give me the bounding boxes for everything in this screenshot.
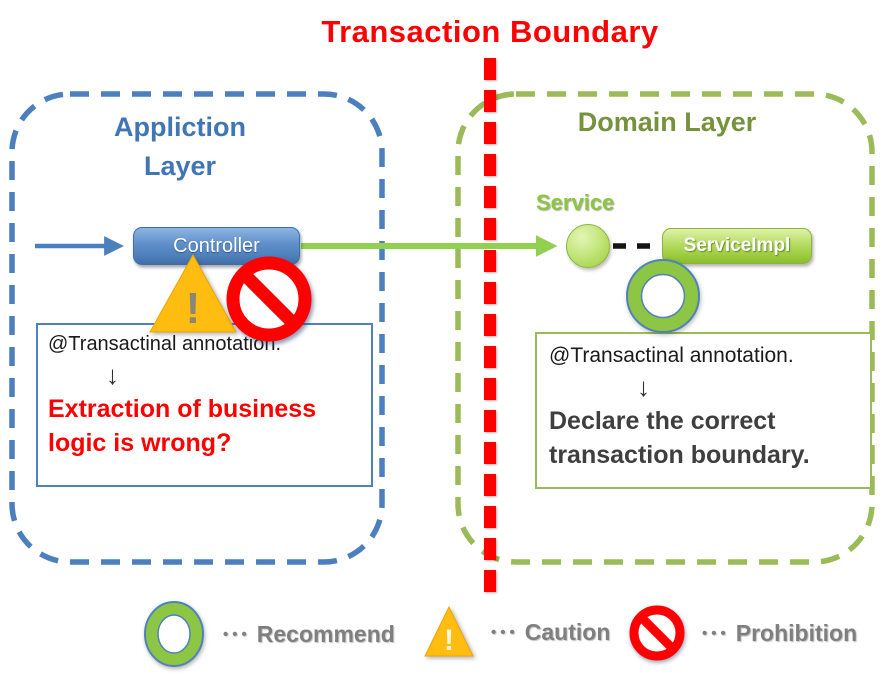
service-interface-circle (566, 224, 610, 268)
caution-icon-mark: ! (186, 284, 201, 333)
recommend-icon (626, 259, 700, 333)
application-note-conclusion-line2: logic is wrong? (48, 429, 232, 457)
legend-item-caution: ! ••• Caution (423, 604, 610, 660)
application-note-conclusion-line1: Extraction of business (48, 395, 317, 423)
legend-dots: ••• (223, 625, 251, 643)
domain-layer-label: Domain Layer (577, 107, 757, 137)
page-title: Transaction Boundary (321, 14, 659, 49)
application-layer-label-line1: Appliction (114, 112, 246, 142)
application-layer-label: Appliction Layer (55, 108, 305, 186)
domain-note-arrow: ↓ (637, 372, 650, 402)
domain-note-box: @Transactinal annotation. ↓ Declare the … (535, 332, 872, 489)
legend-label-prohibition: Prohibition (735, 619, 858, 646)
prohibition-icon (226, 256, 312, 342)
application-layer-label-line2: Layer (143, 151, 217, 181)
legend-label-caution: Caution (524, 618, 611, 645)
controller-node: Controller (133, 227, 300, 265)
domain-note-conclusion-line2: transaction boundary. (549, 441, 810, 469)
application-note-box: @Transactinal annotation. ↓ Extraction o… (36, 323, 373, 487)
legend-label-recommend: Recommend (256, 620, 395, 647)
application-note-annotation: @Transactinal annotation. (48, 333, 282, 355)
serviceimpl-node: ServiceImpl (662, 228, 812, 264)
domain-note-annotation: @Transactinal annotation. (549, 344, 794, 367)
caution-icon-mark: ! (444, 624, 454, 657)
domain-note-conclusion-line1: Declare the correct (549, 407, 776, 435)
domain-layer-boundary (455, 91, 875, 565)
legend-item-prohibition: ••• Prohibition (628, 604, 857, 662)
legend-dots: ••• (702, 624, 730, 642)
recommend-icon (144, 601, 204, 667)
legend-dots: ••• (491, 623, 519, 641)
domain-note-conclusion: Declare the correct transaction boundary… (549, 404, 860, 472)
application-layer-boundary (9, 91, 385, 565)
legend-item-recommend: ••• Recommend (141, 599, 395, 669)
caution-icon: ! (149, 253, 237, 333)
caution-icon: ! (424, 605, 474, 657)
application-note-arrow: ↓ (106, 360, 119, 390)
application-note-conclusion: Extraction of business logic is wrong? (48, 392, 361, 460)
prohibition-icon (629, 605, 685, 661)
service-label: Service (536, 190, 615, 215)
